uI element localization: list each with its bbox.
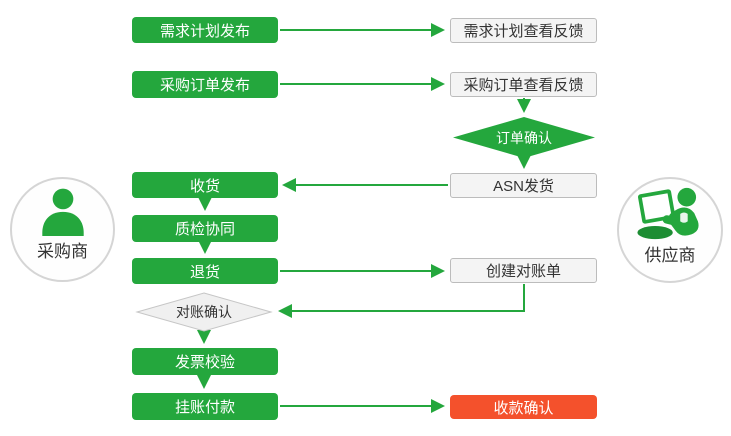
node-invoice-check: 发票校验	[132, 348, 278, 375]
node-receipt-confirm: 收款确认	[450, 395, 597, 419]
node-demand-plan-publish: 需求计划发布	[132, 17, 278, 43]
node-create-statement: 创建对账单	[450, 258, 597, 283]
connector-statement-to-reconciliation	[278, 284, 525, 318]
node-return-goods: 退货	[132, 258, 278, 284]
buyer-label: 采购商	[37, 242, 88, 261]
person-laptop-icon	[637, 187, 699, 240]
diamond-label: 订单确认	[496, 129, 552, 146]
node-purchase-order-publish: 采购订单发布	[132, 71, 278, 98]
node-account-payment: 挂账付款	[132, 393, 278, 420]
actor-supplier: 供应商	[617, 177, 723, 283]
node-order-confirm: 订单确认	[453, 117, 595, 158]
node-asn-delivery: ASN发货	[450, 173, 597, 198]
diamond-label: 对账确认	[176, 304, 232, 320]
actor-buyer: 采购商	[10, 177, 115, 282]
diamond-shape	[453, 117, 595, 158]
node-quality-collaboration: 质检协同	[132, 215, 278, 242]
diamond-shape	[135, 292, 273, 332]
node-receive-goods: 收货	[132, 172, 278, 198]
supplier-label: 供应商	[644, 246, 696, 265]
node-reconciliation-confirm: 对账确认	[135, 292, 273, 332]
person-icon	[41, 188, 84, 236]
node-purchase-order-feedback: 采购订单查看反馈	[450, 72, 597, 97]
node-demand-plan-feedback: 需求计划查看反馈	[450, 18, 597, 43]
